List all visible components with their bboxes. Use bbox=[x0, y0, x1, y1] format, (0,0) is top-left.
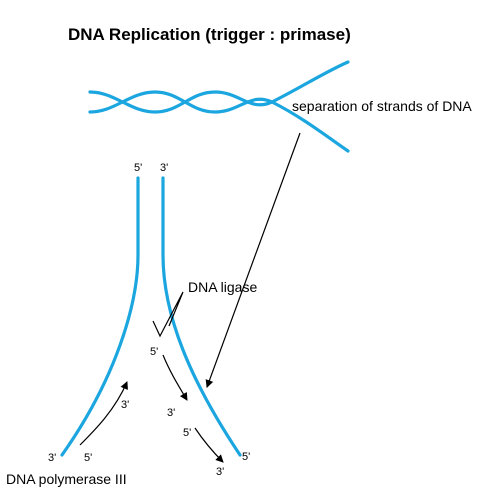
okazaki-fragment-2-arrow bbox=[194, 427, 224, 463]
fork-strand-left bbox=[60, 176, 140, 457]
fork-bottom-right-end: 5' bbox=[242, 451, 250, 463]
separation-label: separation of strands of DNA bbox=[292, 98, 472, 114]
leading-strand-arrow bbox=[79, 381, 128, 446]
double-helix bbox=[88, 60, 350, 153]
ligase-pointer bbox=[152, 291, 184, 338]
leading-strand-start: 5' bbox=[84, 452, 92, 464]
leading-strand-end: 3' bbox=[121, 399, 129, 411]
fork-bottom-left-end: 3' bbox=[48, 452, 56, 464]
ligase-label: DNA ligase bbox=[188, 279, 257, 295]
fork-top-right-end: 3' bbox=[160, 162, 168, 174]
polymerase-label: DNA polymerase III bbox=[6, 471, 127, 487]
separation-arrow bbox=[205, 132, 301, 388]
okazaki-fragment-2-end: 3' bbox=[216, 466, 224, 478]
okazaki-fragment-2-start: 5' bbox=[183, 427, 191, 439]
fork-top-left-end: 5' bbox=[134, 162, 142, 174]
okazaki-fragment-1-arrow bbox=[162, 354, 188, 401]
okazaki-fragment-1-end: 3' bbox=[167, 407, 175, 419]
helix-strand-b bbox=[88, 90, 350, 153]
okazaki-fragment-1-start: 5' bbox=[150, 346, 158, 358]
diagram-title: DNA Replication (trigger : primase) bbox=[68, 25, 351, 44]
fork-strand-right bbox=[161, 176, 242, 457]
helix-strand-a bbox=[88, 60, 350, 114]
